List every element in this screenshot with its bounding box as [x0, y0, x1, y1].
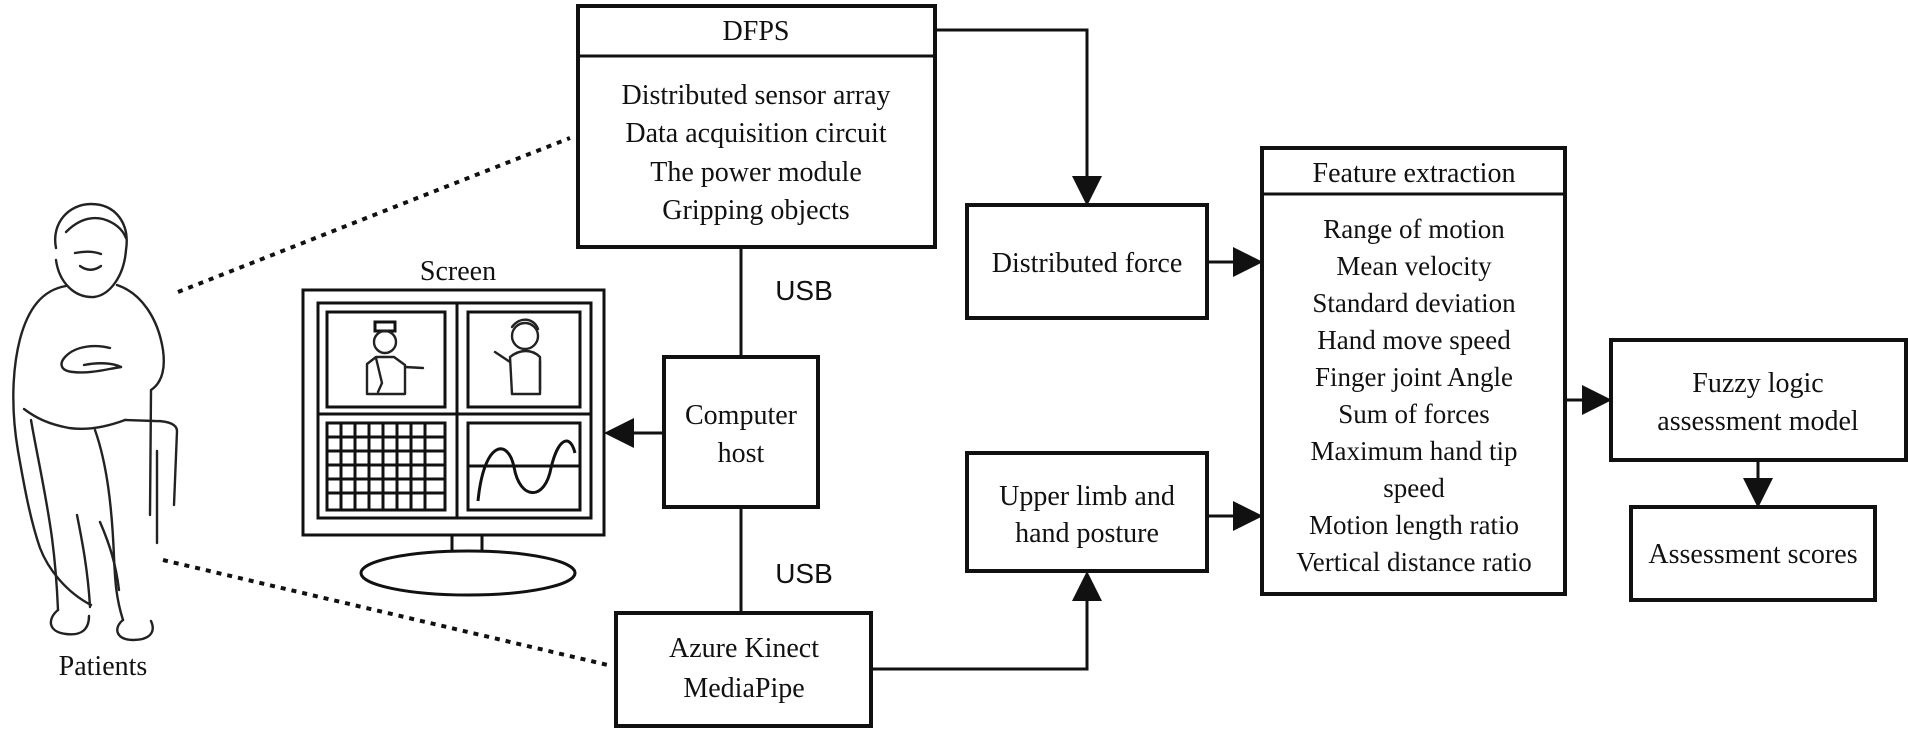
dfps-box: DFPS Distributed sensor array Data acqui… [576, 4, 937, 249]
distributed-force-label: Distributed force [992, 248, 1183, 279]
dfps-item: Distributed sensor array [621, 80, 890, 111]
feature-item: Motion length ratio [1309, 510, 1519, 540]
upper-limb-line: hand posture [1015, 518, 1159, 549]
feature-item: Sum of forces [1338, 399, 1489, 429]
feature-extraction-box: Feature extraction Range of motion Mean … [1260, 146, 1567, 596]
fuzzy-model-line: Fuzzy logic [1692, 368, 1823, 399]
distributed-force-box: Distributed force [965, 203, 1209, 320]
upper-limb-line: Upper limb and [999, 481, 1175, 512]
usb-top-label: USB [775, 275, 833, 306]
computer-host-line: Computer [685, 400, 798, 431]
patient-sketch-icon [12, 202, 179, 642]
fuzzy-logic-box: Fuzzy logic assessment model [1609, 338, 1908, 462]
azure-line: Azure Kinect [669, 633, 819, 664]
fuzzy-model-line: assessment model [1657, 406, 1859, 437]
feature-item: Standard deviation [1312, 288, 1516, 318]
feature-item: Maximum hand tip [1311, 436, 1518, 466]
feature-extraction-title: Feature extraction [1313, 158, 1516, 189]
dfps-item: The power module [650, 157, 862, 188]
azure-line: MediaPipe [683, 673, 804, 704]
feature-item: Vertical distance ratio [1296, 547, 1531, 577]
monitor-icon [301, 288, 606, 597]
assessment-scores-box: Assessment scores [1629, 505, 1877, 602]
feature-item: speed [1383, 473, 1445, 503]
assessment-scores-label: Assessment scores [1648, 539, 1857, 570]
feature-item: Finger joint Angle [1315, 362, 1513, 392]
screen-label: Screen [420, 256, 496, 287]
dfps-item: Data acquisition circuit [625, 118, 886, 149]
patient-to-dfps-dotted-line [177, 136, 571, 294]
computer-host-line: host [718, 438, 765, 469]
sine-wave-icon [468, 439, 580, 502]
azure-kinect-box: Azure Kinect MediaPipe [614, 611, 873, 728]
dfps-to-force-arrow [935, 28, 1102, 206]
grid-pattern-icon [327, 423, 445, 510]
patients-label: Patients [59, 651, 148, 682]
computer-host-box: Computer host [662, 355, 820, 509]
doctor-cartoon-icon [365, 320, 425, 396]
feature-item: Hand move speed [1317, 325, 1511, 355]
dfps-title: DFPS [723, 16, 790, 47]
feature-item: Range of motion [1323, 214, 1505, 244]
upper-limb-box: Upper limb and hand posture [965, 451, 1209, 573]
dfps-item: Gripping objects [662, 195, 849, 226]
feature-item: Mean velocity [1336, 251, 1492, 281]
boy-cartoon-icon [493, 318, 542, 396]
usb-bottom-label: USB [775, 558, 833, 589]
azure-to-posture-arrow [871, 571, 1102, 671]
